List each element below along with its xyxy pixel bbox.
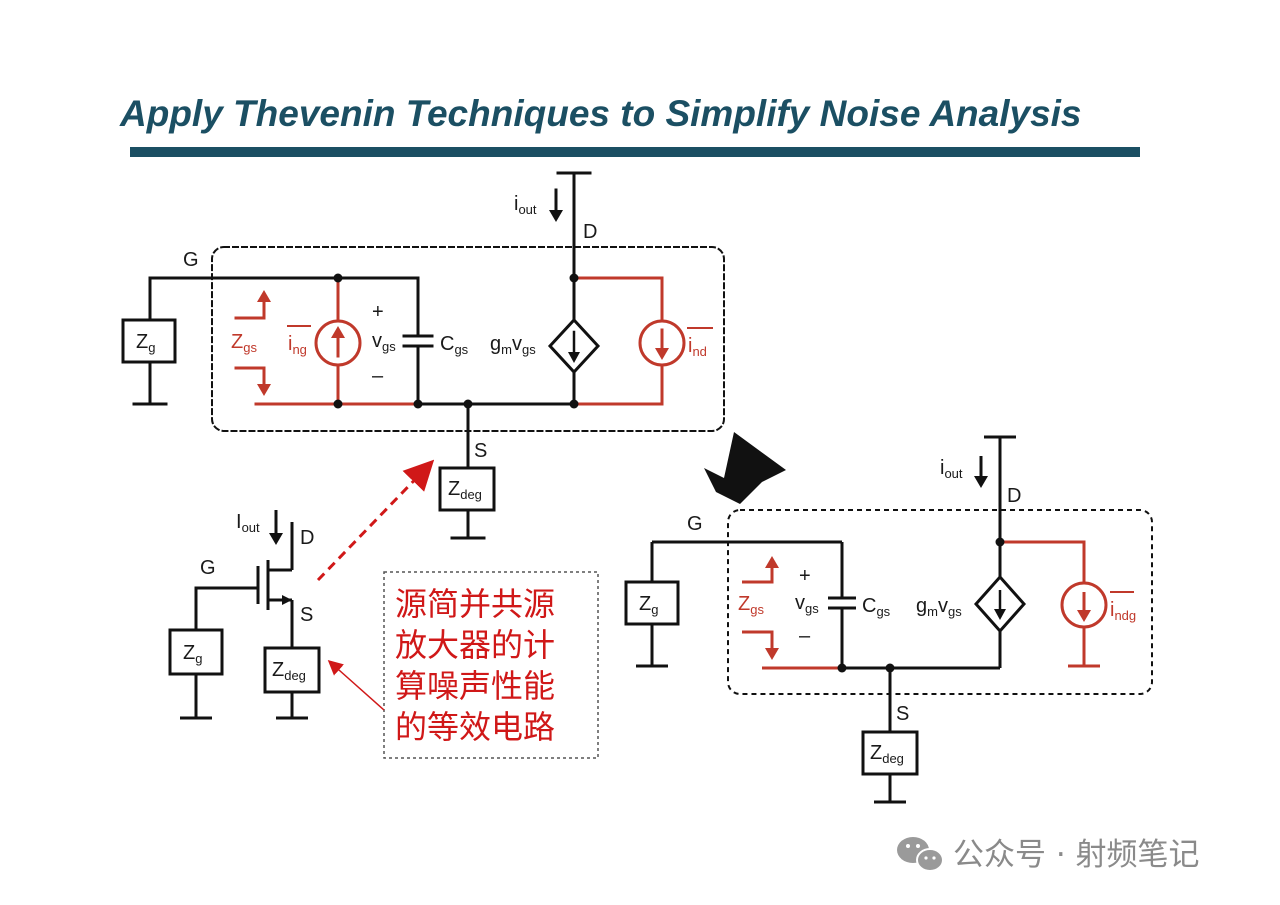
bottom-zdeg-label: Zdeg xyxy=(870,742,904,766)
top-gm-label: gmvgs xyxy=(490,333,536,357)
bottom-drain-label: D xyxy=(1007,485,1021,507)
bottom-iout-label: iout xyxy=(940,457,963,481)
annotation-box xyxy=(383,571,599,759)
small-gate-label: G xyxy=(200,557,216,579)
top-iout-arrowhead-icon xyxy=(549,210,563,222)
bottom-vgs-minus: – xyxy=(799,625,811,647)
top-vgs-label: vgs xyxy=(372,330,396,354)
small-source-label: S xyxy=(300,604,313,626)
top-zg-box xyxy=(121,318,177,364)
bottom-indg-label: indg xyxy=(1110,599,1136,623)
small-zdeg-label: Zdeg xyxy=(272,659,306,683)
top-zgs-lower-arrow-icon xyxy=(234,366,266,388)
top-iout-label: iout xyxy=(514,193,537,217)
equivalence-arrow xyxy=(316,459,435,582)
small-zdeg-box xyxy=(263,646,321,694)
bottom-device-boundary xyxy=(727,509,1153,695)
top-circuit: iout D G Zg Zgs ing + vgs – Cgs xyxy=(121,171,725,540)
top-source-label: S xyxy=(474,440,487,462)
top-vgs-minus: – xyxy=(372,365,384,387)
bottom-zgs-lower-arrow-icon xyxy=(742,630,774,650)
small-zg-box xyxy=(168,628,224,676)
bottom-vgs-plus: + xyxy=(799,565,811,587)
top-zgs-upper-arrow-icon xyxy=(234,298,266,320)
watermark: 公众号 · 射频笔记 xyxy=(897,837,1200,873)
watermark-text: 公众号 · 射频笔记 xyxy=(953,837,1200,873)
top-zdeg-box xyxy=(438,466,496,512)
top-gate-label: G xyxy=(183,249,199,271)
annotation-line-3: 算噪声性能 xyxy=(395,667,555,705)
top-zdeg-label: Zdeg xyxy=(448,478,482,502)
bottom-cgs-label: Cgs xyxy=(862,595,891,619)
bottom-zgs-label: Zgs xyxy=(738,593,764,617)
annotation-note: 源简并共源 放大器的计 算噪声性能 的等效电路 xyxy=(327,571,599,759)
top-drain-label: D xyxy=(583,221,597,243)
top-zgs-label: Zgs xyxy=(231,331,257,355)
title-underline xyxy=(130,147,1140,157)
small-zg-label: Zg xyxy=(183,642,202,666)
annotation-line-1: 源简并共源 xyxy=(395,585,555,623)
top-zg-label: Zg xyxy=(136,331,155,355)
bottom-zg-label: Zg xyxy=(639,593,658,617)
bottom-gm-label: gmvgs xyxy=(916,595,962,619)
top-vgs-plus: + xyxy=(372,301,384,323)
bottom-source-label: S xyxy=(896,703,909,725)
bottom-zgs-upper-arrow-icon xyxy=(742,566,774,584)
annotation-line-2: 放大器的计 xyxy=(395,626,555,664)
top-ind-label: ind xyxy=(688,335,707,359)
page-title: Apply Thevenin Techniques to Simplify No… xyxy=(119,93,1082,134)
transform-arrow-icon xyxy=(704,432,786,504)
top-cgs-label: Cgs xyxy=(440,333,469,357)
bottom-zdeg-box xyxy=(861,730,919,776)
small-drain-label: D xyxy=(300,527,314,549)
small-transistor-circuit: Iout D S G Zg Zdeg xyxy=(168,510,321,720)
top-ing-label: ing xyxy=(288,333,307,357)
bottom-circuit: iout D G Zg Zgs + vgs – Cgs gmvgs xyxy=(624,435,1153,804)
small-iout-label: Iout xyxy=(236,511,260,535)
annotation-line-4: 的等效电路 xyxy=(395,708,555,746)
wechat-icon xyxy=(897,837,944,872)
bottom-gate-label: G xyxy=(687,513,703,535)
annotation-pointer xyxy=(327,660,385,711)
bottom-vgs-label: vgs xyxy=(795,592,819,616)
